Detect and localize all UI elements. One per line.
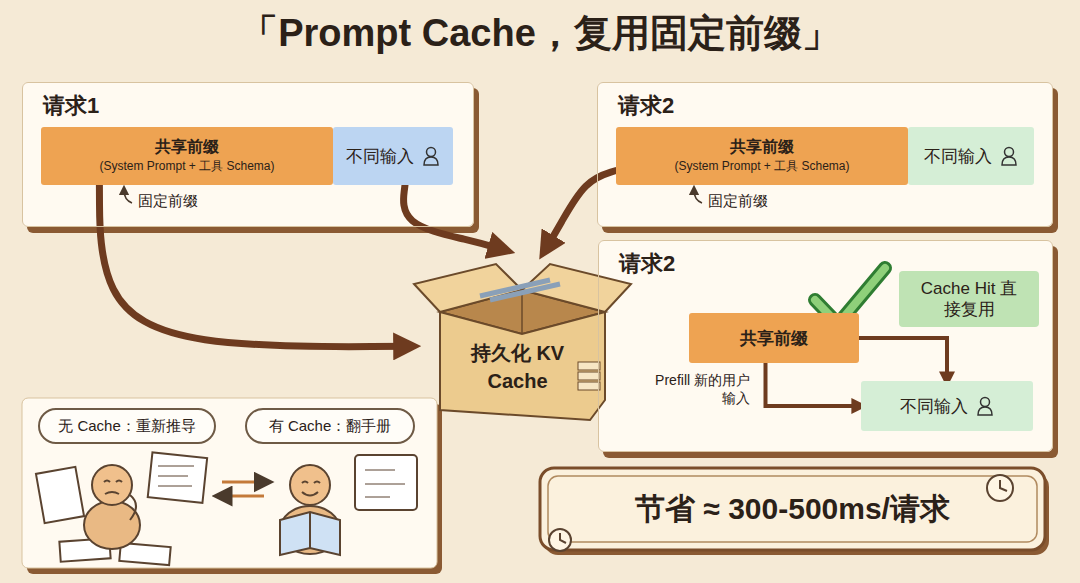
flow-arrow xyxy=(766,363,862,406)
node-label: 共享前缀 xyxy=(730,137,794,158)
input-box: 不同输入 xyxy=(908,127,1034,185)
node-label: 有 Cache：翻手册 xyxy=(269,417,392,436)
prefix-box: 共享前缀(System Prompt + 工具 Schema) xyxy=(616,127,908,185)
input-box: 不同输入 xyxy=(861,381,1033,431)
node-label: 请求2 xyxy=(618,91,674,121)
user-icon xyxy=(1000,146,1018,166)
node-label: Cache Hit 直接复用 xyxy=(917,278,1022,321)
input-box: 不同输入 xyxy=(333,127,453,185)
node-label: 不同输入 xyxy=(924,145,992,168)
node-label: 持久化 KV Cache xyxy=(442,339,593,395)
node-label: 共享前缀 xyxy=(740,327,808,350)
node-sublabel: (System Prompt + 工具 Schema) xyxy=(674,158,849,175)
clock-icon xyxy=(549,475,1013,551)
speech-bubble: 无 Cache：重新推导 xyxy=(38,408,216,444)
arrows-exchange xyxy=(222,482,264,496)
request-panel: 请求2 共享前缀(System Prompt + 工具 Schema) 不同输入 xyxy=(597,82,1053,227)
kv-cache-box: 持久化 KV Cache xyxy=(410,250,635,425)
annotation: 固定前缀 xyxy=(708,192,768,211)
request-panel: 请求2Cache Hit 直接复用共享前缀不同输入 xyxy=(598,240,1053,452)
speech-bubble: 有 Cache：翻手册 xyxy=(245,408,415,444)
prefix-box: 共享前缀(System Prompt + 工具 Schema) xyxy=(41,127,333,185)
node-label: 不同输入 xyxy=(346,145,414,168)
request-panel: 请求1 共享前缀(System Prompt + 工具 Schema) 不同输入 xyxy=(22,82,474,227)
no-cache-figure xyxy=(36,452,207,565)
user-icon xyxy=(976,396,994,416)
user-icon xyxy=(422,146,440,166)
node-sublabel: (System Prompt + 工具 Schema) xyxy=(99,158,274,175)
cache-hit-tag: Cache Hit 直接复用 xyxy=(899,271,1039,327)
flow-arrow xyxy=(859,338,947,381)
flow-arrow xyxy=(545,171,616,251)
savings-box: 节省 ≈ 300-500ms/请求 xyxy=(540,468,1045,550)
panel-grounds xyxy=(22,82,1058,574)
node-label: 不同输入 xyxy=(900,395,968,418)
title: 「Prompt Cache，复用固定前缀」 xyxy=(0,8,1080,59)
flow-arrow xyxy=(404,185,505,250)
with-cache-figure xyxy=(280,455,417,555)
flow-arrow xyxy=(99,185,410,347)
node-label: 节省 ≈ 300-500ms/请求 xyxy=(635,489,950,530)
edge-label: Prefill 新的用户输入 xyxy=(650,372,750,407)
annotation: 固定前缀 xyxy=(138,192,198,211)
leader-arrows xyxy=(124,190,702,203)
prefix-box: 共享前缀 xyxy=(689,313,859,363)
node-label: 无 Cache：重新推导 xyxy=(58,417,196,436)
node-label: 共享前缀 xyxy=(155,137,219,158)
node-label: 请求1 xyxy=(43,91,99,121)
cardboard-box xyxy=(410,250,635,425)
node-label: 请求2 xyxy=(619,249,675,279)
